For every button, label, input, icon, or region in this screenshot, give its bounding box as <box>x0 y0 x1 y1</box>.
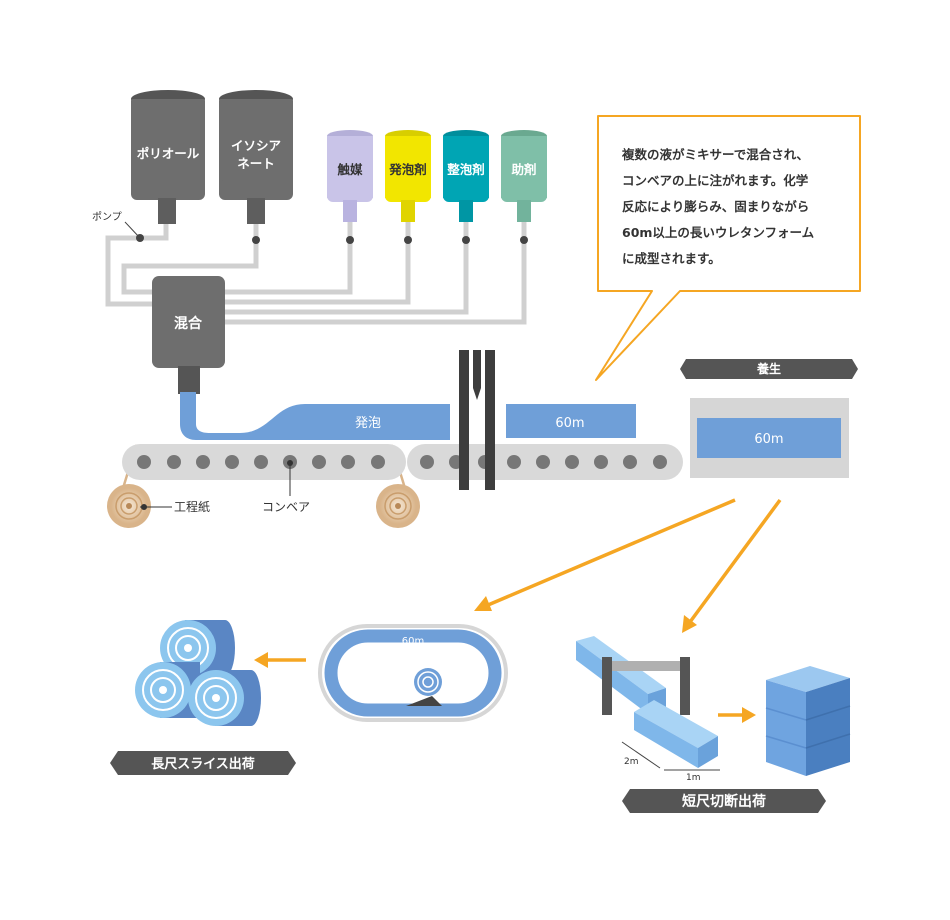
tank-isocyanate-label-1: イソシア <box>231 138 281 153</box>
slicing-loop: 60m <box>318 624 508 722</box>
paper-label: 工程紙 <box>174 499 210 514</box>
conveyor-label: コンベア <box>262 500 310 514</box>
foam-block-60m <box>506 404 636 438</box>
stacked-blocks <box>765 666 851 776</box>
conveyor-belt-left <box>118 444 410 499</box>
long-slice-label: 長尺スライス出荷 <box>151 756 255 772</box>
feed-pipes <box>105 222 527 325</box>
loop-60m-label: 60m <box>402 636 424 647</box>
dim-1m-label: 1m <box>686 773 701 783</box>
pipe-nodes <box>136 234 528 244</box>
tank-foam-stabilizer-label: 整泡剤 <box>447 162 485 177</box>
foam-roll <box>135 662 200 718</box>
tank-catalyst-label: 触媒 <box>336 162 363 177</box>
callout-line: 60m以上の長いウレタンフォーム <box>622 225 815 240</box>
foam-rolls <box>135 620 261 726</box>
callout-box <box>595 115 861 381</box>
process-arrows <box>254 498 782 723</box>
tank-auxiliary-label: 助剤 <box>511 162 536 177</box>
cured-block-60m <box>697 418 841 458</box>
tank-blowing-agent: 発泡剤 <box>385 130 431 222</box>
tank-catalyst: 触媒 <box>327 130 373 222</box>
long-slice-tag: 長尺スライス出荷 <box>110 751 296 775</box>
tank-foam-stabilizer: 整泡剤 <box>443 130 489 222</box>
callout-line: コンベアの上に注がれます。化学 <box>622 173 809 188</box>
mixer: 混合 <box>152 276 225 394</box>
dim-2m-label: 2m <box>624 757 639 767</box>
cutting-machine <box>576 636 718 768</box>
tank-polyol: ポリオール <box>131 90 205 224</box>
tank-blowing-agent-label: 発泡剤 <box>388 162 427 177</box>
paper-coil-left <box>107 484 151 528</box>
pump-label: ポンプ <box>92 211 122 223</box>
mixer-label: 混合 <box>174 315 203 332</box>
cured-block-label: 60m <box>754 432 783 447</box>
short-cut-tag: 短尺切断出荷 <box>622 789 826 813</box>
tank-isocyanate-label-2: ネート <box>237 156 275 171</box>
foam-roll <box>188 670 261 726</box>
paper-coil-right <box>376 484 420 528</box>
tank-polyol-label: ポリオール <box>137 146 200 161</box>
tank-auxiliary: 助剤 <box>501 130 547 222</box>
curing-tag: 養生 <box>680 359 858 379</box>
dimension-lines <box>621 741 720 771</box>
callout-line: 反応により膨らみ、固まりながら <box>622 199 810 214</box>
callout-text: 複数の液がミキサーで混合され、 コンベアの上に注がれます。化学 反応により膨らみ… <box>598 116 860 291</box>
short-cut-label: 短尺切断出荷 <box>682 793 766 810</box>
cutter <box>459 350 495 490</box>
tank-isocyanate: イソシア ネート <box>219 90 293 224</box>
callout-line: 複数の液がミキサーで混合され、 <box>622 147 809 162</box>
foam-stream <box>180 392 450 440</box>
callout-line: に成型されます。 <box>622 251 721 266</box>
conveyor-belt-right <box>407 444 683 480</box>
pump-leader <box>124 221 141 239</box>
curing-label: 養生 <box>756 361 781 376</box>
foam-block-60m-label: 60m <box>555 416 584 431</box>
foam-label: 発泡 <box>355 416 381 431</box>
